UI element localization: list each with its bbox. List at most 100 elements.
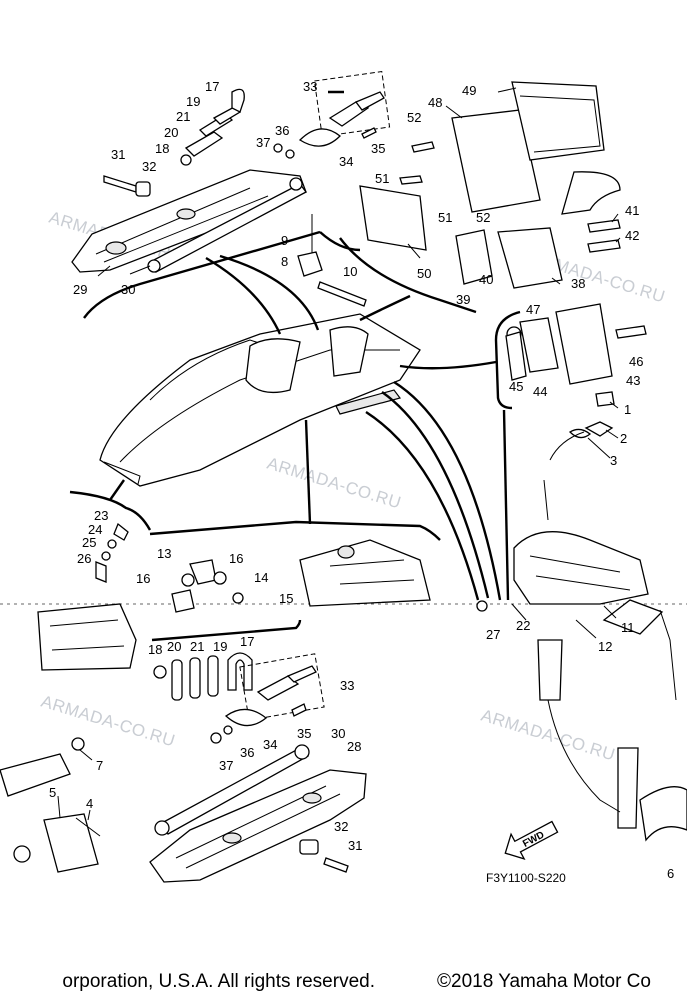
callout-21: 21 <box>176 109 190 124</box>
callout-numbers: 17 19 21 20 18 31 32 33 36 37 34 35 29 3… <box>49 79 674 885</box>
callout-36b: 36 <box>240 745 254 760</box>
pin-4 <box>75 817 101 837</box>
callout-21b: 21 <box>190 639 204 654</box>
leader-fitting-27b <box>381 391 490 599</box>
callout-22: 22 <box>516 618 530 633</box>
group-bracket-storage <box>339 237 477 314</box>
housing-left <box>37 603 137 671</box>
lower-left-assembly <box>0 522 244 873</box>
group-bracket-handle <box>319 90 361 252</box>
housing-left-rib <box>49 619 125 651</box>
leader-38 <box>551 277 561 285</box>
callout-20b: 20 <box>167 639 181 654</box>
leader-5 <box>57 795 61 819</box>
bolt-31 <box>323 857 349 873</box>
housing-15-rib <box>329 559 415 585</box>
pipe-lower <box>617 747 639 829</box>
callout-28: 28 <box>347 739 361 754</box>
u-bolt-17 <box>227 652 253 691</box>
leader-12 <box>575 619 597 639</box>
plate-20 <box>171 659 183 701</box>
hose-3 <box>549 431 585 461</box>
callout-40: 40 <box>479 272 493 287</box>
seat <box>245 338 301 394</box>
clamp-16b <box>181 573 195 587</box>
callout-46: 46 <box>629 354 643 369</box>
callout-17: 17 <box>205 79 219 94</box>
callout-43: 43 <box>626 373 640 388</box>
leader-fitting-27 <box>365 410 480 601</box>
callout-41: 41 <box>625 203 639 218</box>
callout-4: 4 <box>86 796 93 811</box>
washer-36 <box>285 149 295 159</box>
callout-27: 27 <box>486 627 500 642</box>
callout-20: 20 <box>164 125 178 140</box>
callout-45: 45 <box>509 379 523 394</box>
handle-cover-hole <box>105 241 127 255</box>
lower-grab-handle-assembly <box>149 652 367 883</box>
callout-39: 39 <box>456 292 470 307</box>
fitting-1 <box>595 391 615 407</box>
screw-35 <box>291 703 307 717</box>
housing-15 <box>299 539 431 607</box>
leader-storage-to-hull <box>359 294 411 322</box>
callout-47: 47 <box>526 302 540 317</box>
handle-cover-rib <box>175 785 341 869</box>
bolt-42 <box>587 239 621 253</box>
callout-33b: 33 <box>340 678 354 693</box>
hull-chine <box>119 349 400 463</box>
callout-37b: 37 <box>219 758 233 773</box>
washer-36 <box>223 725 233 735</box>
dashed-group-outline <box>313 70 391 138</box>
handle-cover-hole <box>176 208 196 220</box>
callout-51b: 51 <box>438 210 452 225</box>
leader-30 <box>129 265 151 275</box>
callout-34b: 34 <box>263 737 277 752</box>
reference-lines <box>69 90 521 642</box>
fwd-arrow: FWD <box>504 820 559 861</box>
callout-35b: 35 <box>297 726 311 741</box>
leader-4 <box>87 809 91 821</box>
box-49 <box>511 81 605 161</box>
upper-middle-parts <box>297 214 367 307</box>
callout-32: 32 <box>142 159 156 174</box>
leader-22 <box>511 603 527 621</box>
callout-37: 37 <box>256 135 270 150</box>
callout-35: 35 <box>371 141 385 156</box>
callout-13: 13 <box>157 546 171 561</box>
group-bracket-center <box>149 520 441 541</box>
callout-16: 16 <box>229 551 243 566</box>
washer-24 <box>107 539 117 549</box>
base-34 <box>224 708 268 727</box>
nut-2 <box>584 421 614 437</box>
callout-3: 3 <box>610 453 617 468</box>
screw-23 <box>113 522 129 541</box>
jet-pump-rib <box>529 555 631 591</box>
callout-52b: 52 <box>476 210 490 225</box>
plate-45 <box>505 331 527 381</box>
housing-15-boss <box>337 545 355 559</box>
clamp-16 <box>213 571 227 585</box>
pad-50 <box>359 185 427 251</box>
group-bracket-jet <box>502 409 510 601</box>
cleat-lever <box>286 665 317 683</box>
leader-2 <box>605 429 619 439</box>
washer-25 <box>101 551 111 561</box>
hose-3b <box>543 479 549 521</box>
hose-11 <box>602 599 664 635</box>
callout-16b: 16 <box>136 571 150 586</box>
hose-11-line <box>659 609 677 701</box>
collar-32 <box>299 839 319 855</box>
leader-front-to-hull <box>109 479 125 501</box>
callout-leaders <box>57 87 621 821</box>
copyright-footer: orporation, U.S.A. All rights reserved. … <box>0 962 687 1000</box>
callout-48: 48 <box>428 95 442 110</box>
callout-9: 9 <box>281 233 288 248</box>
watermark: ARMADA-CO.RU <box>479 706 618 765</box>
bracket-19 <box>207 655 219 697</box>
leader-42 <box>615 237 621 243</box>
strap-10 <box>317 281 367 307</box>
handle-bar-end <box>294 744 310 760</box>
plate-21 <box>189 657 201 699</box>
